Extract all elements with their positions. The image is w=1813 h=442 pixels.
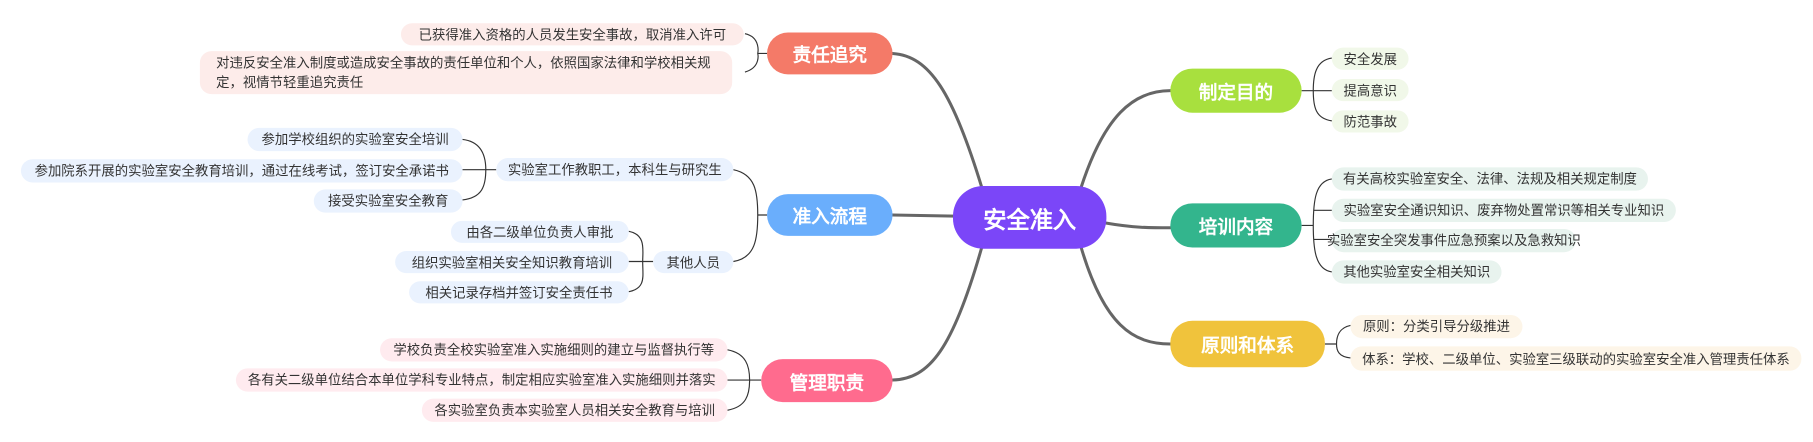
leaf-item[interactable]: 有关高校实验室安全、法律、法规及相关规定制度 xyxy=(1331,167,1648,191)
link-principle xyxy=(1079,244,1172,346)
link-process xyxy=(891,213,957,218)
link-management xyxy=(891,244,984,382)
leaf-item[interactable]: 组织实验室相关安全知识教育培训 xyxy=(395,251,629,274)
topic-principle[interactable]: 原则和体系 xyxy=(1170,320,1325,368)
link-responsibility xyxy=(891,51,984,190)
leaf-item[interactable]: 已获得准入资格的人员发生安全事故，取消准入许可 xyxy=(400,23,744,46)
topic-training[interactable]: 培训内容 xyxy=(1170,203,1302,248)
leaf-item[interactable]: 学校负责全校实验室准入实施细则的建立与监督执行等 xyxy=(380,338,728,362)
leaf-item[interactable]: 防范事故 xyxy=(1331,110,1409,133)
leaf-item[interactable]: 由各二级单位负责人审批 xyxy=(450,220,629,243)
leaf-item[interactable]: 实验室安全通识知识、废弃物处置常识等相关专业知识 xyxy=(1331,198,1676,222)
subtopic-others[interactable]: 其他人员 xyxy=(653,251,734,274)
link-purpose xyxy=(1079,89,1172,190)
leaf-item[interactable]: 相关记录存档并签订安全责任书 xyxy=(409,281,629,304)
topic-management[interactable]: 管理职责 xyxy=(761,359,893,403)
leaf-item[interactable]: 体系：学校、二级单位、实验室三级联动的实验室安全准入管理责任体系 xyxy=(1350,346,1802,371)
topic-process[interactable]: 准入流程 xyxy=(767,194,893,236)
leaf-item[interactable]: 对违反安全准入制度或造成安全事故的责任单位和个人，依照国家法律和学校相关规定，视… xyxy=(199,51,733,95)
leaf-item[interactable]: 参加院系开展的实验室安全教育培训，通过在线考试，签订安全承诺书 xyxy=(20,159,463,183)
leaf-item[interactable]: 实验室安全突发事件应急预案以及急救知识 xyxy=(1327,228,1581,253)
link-training xyxy=(1104,221,1172,230)
leaf-item[interactable]: 参加学校组织的实验室安全培训 xyxy=(247,127,463,152)
central-topic[interactable]: 安全准入 xyxy=(952,185,1107,249)
leaf-item[interactable]: 接受实验室安全教育 xyxy=(313,189,463,213)
leaf-item[interactable]: 原则：分类引导分级推进 xyxy=(1350,314,1523,339)
leaf-item[interactable]: 提高意识 xyxy=(1331,79,1409,102)
subtopic-staff[interactable]: 实验室工作教职工，本科生与研究生 xyxy=(496,158,734,182)
leaf-item[interactable]: 其他实验室安全相关知识 xyxy=(1331,260,1502,284)
leaf-item[interactable]: 各有关二级单位结合本单位学科专业特点，制定相应实验室准入实施细则并落实 xyxy=(235,368,728,392)
topic-purpose[interactable]: 制定目的 xyxy=(1170,68,1302,113)
topic-responsibility[interactable]: 责任追究 xyxy=(767,32,893,75)
leaf-item[interactable]: 安全发展 xyxy=(1331,47,1409,70)
leaf-item[interactable]: 各实验室负责本实验室人员相关安全教育与培训 xyxy=(421,398,728,422)
